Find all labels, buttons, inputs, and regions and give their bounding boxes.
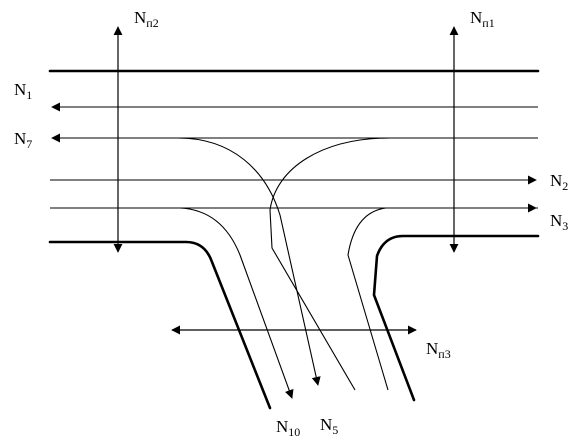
label-n3: N3	[550, 211, 568, 233]
turn-east-to-south-inner	[269, 137, 391, 391]
label-n10: N10	[276, 417, 300, 439]
road-left-corner-edge	[48, 240, 272, 410]
label-n7: N7	[14, 129, 32, 151]
label-n-p3: Nп3	[426, 339, 451, 361]
turn-east-to-south-outer	[347, 207, 538, 391]
label-n2: N2	[550, 171, 568, 193]
label-n1: N1	[14, 80, 32, 102]
label-n-p2: Nп2	[134, 8, 159, 30]
turn-n7-to-south	[177, 137, 321, 386]
turn-n10-from-n3	[50, 207, 294, 399]
road-right-corner-edge	[372, 234, 540, 402]
label-n-p1: Nп1	[470, 8, 495, 30]
label-n5: N5	[320, 415, 338, 437]
